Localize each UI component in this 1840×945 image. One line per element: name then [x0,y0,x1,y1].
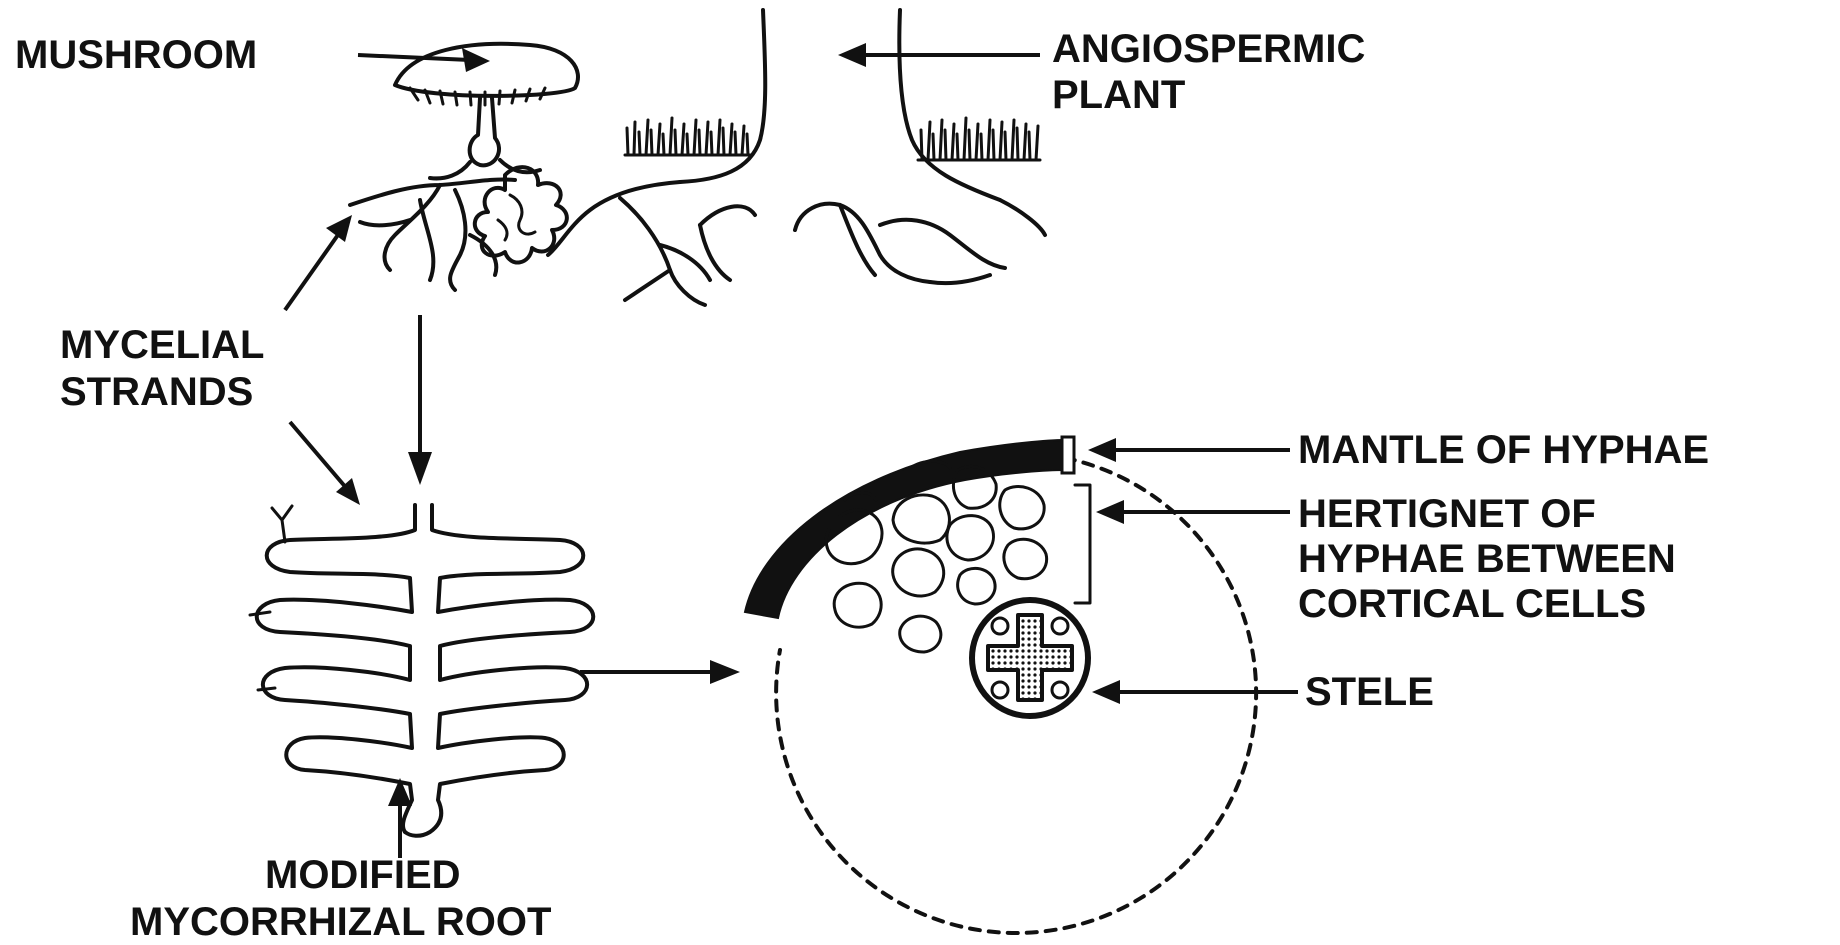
plant-roots [548,182,1045,305]
label-hartig-net-line2: HYPHAE BETWEEN [1298,537,1676,581]
stele [972,600,1088,716]
arrow-center-down [408,315,432,485]
arrow-mantle [1088,438,1290,462]
arrow-stele [1092,680,1298,704]
mushroom-figure [395,44,578,179]
grass-left [625,118,752,155]
label-mycelial-strands-line2: STRANDS [60,370,253,414]
mycorrhizal-root [250,505,593,836]
arrow-mycelial-up [285,215,352,310]
arrow-mycelial-down [290,422,360,505]
labels: MUSHROOM ANGIOSPERMIC PLANT MYCELIAL STR… [15,27,1709,944]
arrow-mushroom [358,48,490,72]
label-mushroom: MUSHROOM [15,33,257,77]
plant-stem [680,10,1000,200]
label-mantle-of-hyphae: MANTLE OF HYPHAE [1298,428,1709,472]
label-hartig-net-line3: CORTICAL CELLS [1298,582,1646,626]
label-hartig-net-line1: HERTIGNET OF [1298,492,1596,536]
mycelium-cluster [350,167,567,290]
label-mycelial-strands-line1: MYCELIAL [60,323,264,367]
label-modified-root-line2: MYCORRHIZAL ROOT [130,900,551,944]
label-stele: STELE [1305,670,1434,714]
grass-right [918,118,1040,160]
label-angiospermic-plant-line1: ANGIOSPERMIC [1052,27,1365,71]
arrow-hartig-net [1096,500,1290,524]
arrow-to-section [580,660,740,684]
label-angiospermic-plant-line2: PLANT [1052,73,1185,117]
arrow-modified-root [388,778,412,858]
arrow-angiospermic-plant [838,43,1040,67]
label-modified-root-line1: MODIFIED [265,853,461,897]
